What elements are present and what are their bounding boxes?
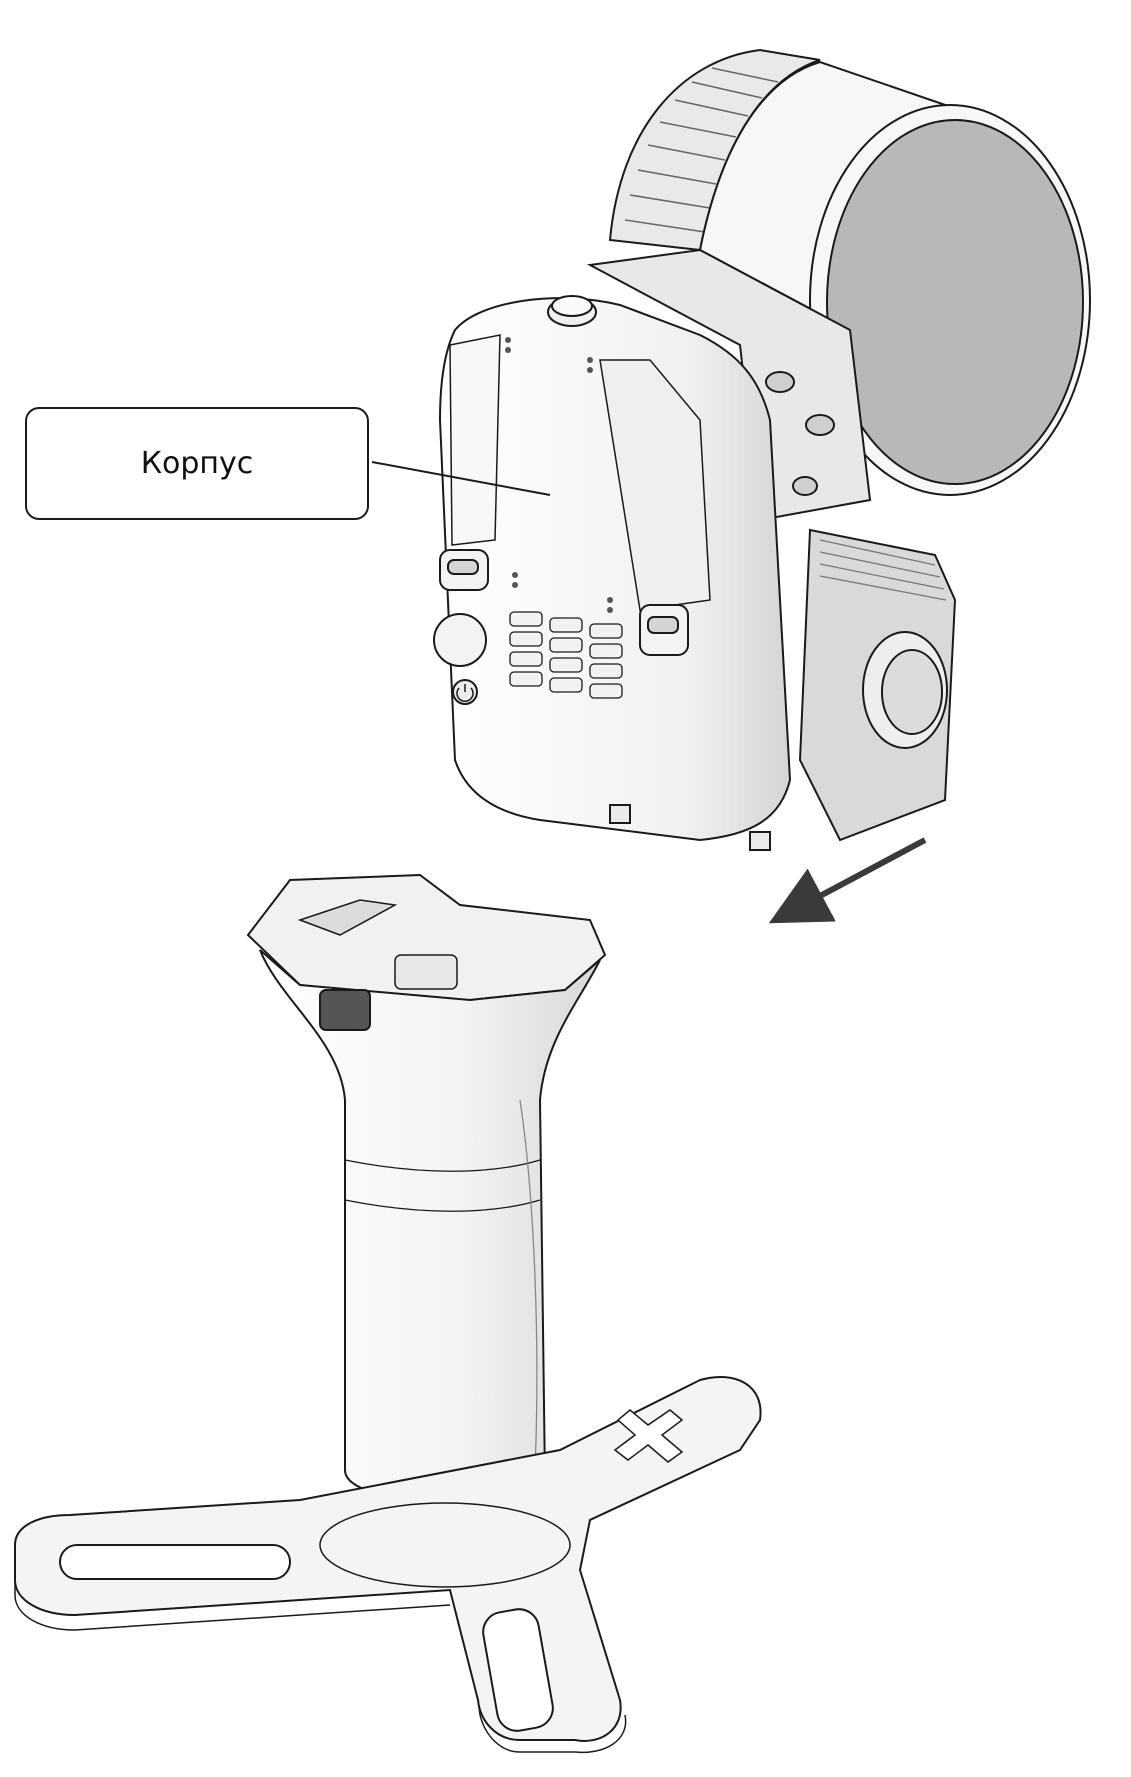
motion-arrow [768,837,927,924]
side-dial [433,613,487,667]
motor-block [798,528,957,842]
lens-glass [826,119,1084,485]
side-slider [319,989,371,1031]
leg-slot-left [59,1544,291,1580]
callout-label: Корпус [140,446,254,481]
cross-cutout [613,1409,684,1463]
ring-ribs [624,67,779,233]
gimbal-head [586,48,1091,522]
usb-port [394,954,458,990]
callout-box: Корпус [25,407,369,520]
tripod-base [14,1375,762,1754]
vent-grille [509,611,623,699]
leg-slot-front [482,1608,554,1732]
device-body [433,295,792,851]
bracket-arm [586,248,872,522]
callout-leader [371,461,551,496]
